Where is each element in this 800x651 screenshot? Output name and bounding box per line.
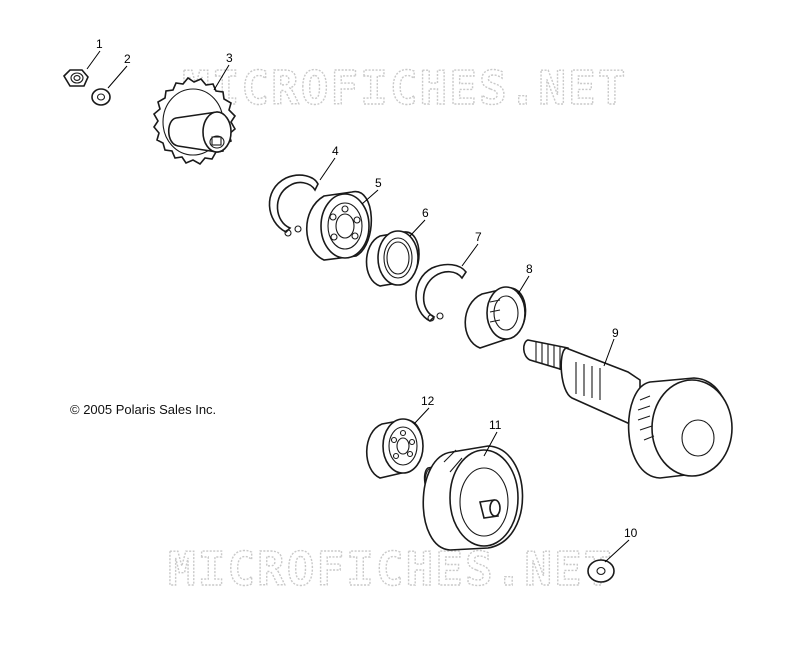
callout-3: 3 [226, 51, 233, 65]
watermark-top: MICROFICHES.NET [182, 61, 627, 115]
part-10-washer [587, 559, 615, 583]
part-2-washer [91, 88, 111, 106]
part-8-needle-bearing [464, 286, 527, 349]
callout-9: 9 [612, 326, 619, 340]
watermark-bottom: MICROFICHES.NET [168, 542, 613, 596]
callout-11: 11 [489, 418, 502, 432]
part-12-bearing [366, 418, 424, 479]
callout-12: 12 [421, 394, 435, 408]
callout-2: 2 [124, 52, 131, 66]
part-6-seal [365, 230, 420, 287]
part-7-retaining-ring [415, 263, 467, 322]
callout-1: 1 [96, 37, 103, 51]
part-5-bearing [305, 191, 373, 261]
copyright-notice: © 2005 Polaris Sales Inc. [70, 402, 216, 417]
part-1-nut [62, 69, 89, 87]
part-9-gear-shaft [522, 339, 733, 479]
callout-10: 10 [624, 526, 638, 540]
leader-lines [86, 50, 630, 563]
callout-7: 7 [475, 230, 482, 244]
callout-8: 8 [526, 262, 533, 276]
callout-5: 5 [375, 176, 382, 190]
part-11-gear [422, 445, 524, 551]
part-3-sprocket [152, 76, 237, 166]
part-4-retaining-ring [268, 174, 319, 237]
callout-4: 4 [332, 144, 339, 158]
callout-6: 6 [422, 206, 429, 220]
